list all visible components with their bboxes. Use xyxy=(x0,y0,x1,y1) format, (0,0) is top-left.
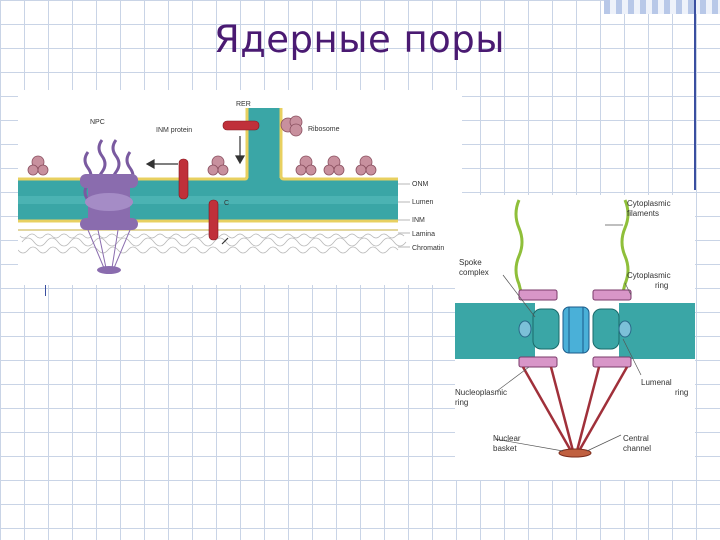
label-nucleoplasmic-2: ring xyxy=(455,398,468,407)
pore-rings xyxy=(518,289,632,368)
label-cyto-ring-1: Cytoplasmic xyxy=(627,271,671,280)
nuclear-basket xyxy=(521,366,629,452)
npc-structure xyxy=(80,139,138,274)
label-central-1: Central xyxy=(623,434,649,443)
label-lamina: Lamina xyxy=(412,231,435,238)
label-lumenal-1: Lumenal xyxy=(641,378,672,387)
label-ribosome: Ribosome xyxy=(308,126,340,133)
slide-tick-mark xyxy=(45,284,46,296)
npc-architecture-diagram: Cytoplasmic filaments Cytoplasmic ring S… xyxy=(455,195,695,480)
slide-title: Ядерные поры xyxy=(214,18,505,61)
transport-arrows xyxy=(145,136,246,245)
header-decoration xyxy=(604,0,720,14)
cytoplasmic-filaments xyxy=(514,199,630,293)
label-basket-2: basket xyxy=(493,444,517,453)
label-central-2: channel xyxy=(623,444,651,453)
label-chromatin: Chromatin xyxy=(412,245,444,252)
label-nucleoplasmic-1: Nucleoplasmic xyxy=(455,388,507,397)
lumenal-rings xyxy=(518,320,632,338)
nuclear-envelope-diagram: NPC INM protein RER Ribosome C ONM Lumen… xyxy=(18,90,462,285)
slide-accent-line xyxy=(694,0,696,190)
label-inm: INM xyxy=(412,217,425,224)
label-onm: ONM xyxy=(412,181,429,188)
label-npc: NPC xyxy=(90,119,105,126)
label-spoke-2: complex xyxy=(459,268,489,277)
label-lumenal-2: ring xyxy=(675,388,688,397)
basket-ring xyxy=(558,448,592,458)
label-lumen: Lumen xyxy=(412,199,434,206)
label-c: C xyxy=(224,200,229,207)
label-cyto-ring-2: ring xyxy=(655,281,668,290)
label-basket-1: Nuclear xyxy=(493,434,521,443)
label-rer: RER xyxy=(236,101,251,108)
label-spoke-1: Spoke xyxy=(459,258,482,267)
label-cyto-filaments-2: filaments xyxy=(627,209,659,218)
membrane-proteins xyxy=(178,120,260,241)
label-inm-protein: INM protein xyxy=(156,127,192,134)
ribosome-icons xyxy=(27,115,377,176)
label-cyto-filaments-1: Cytoplasmic xyxy=(627,199,671,208)
central-channel xyxy=(562,306,590,354)
